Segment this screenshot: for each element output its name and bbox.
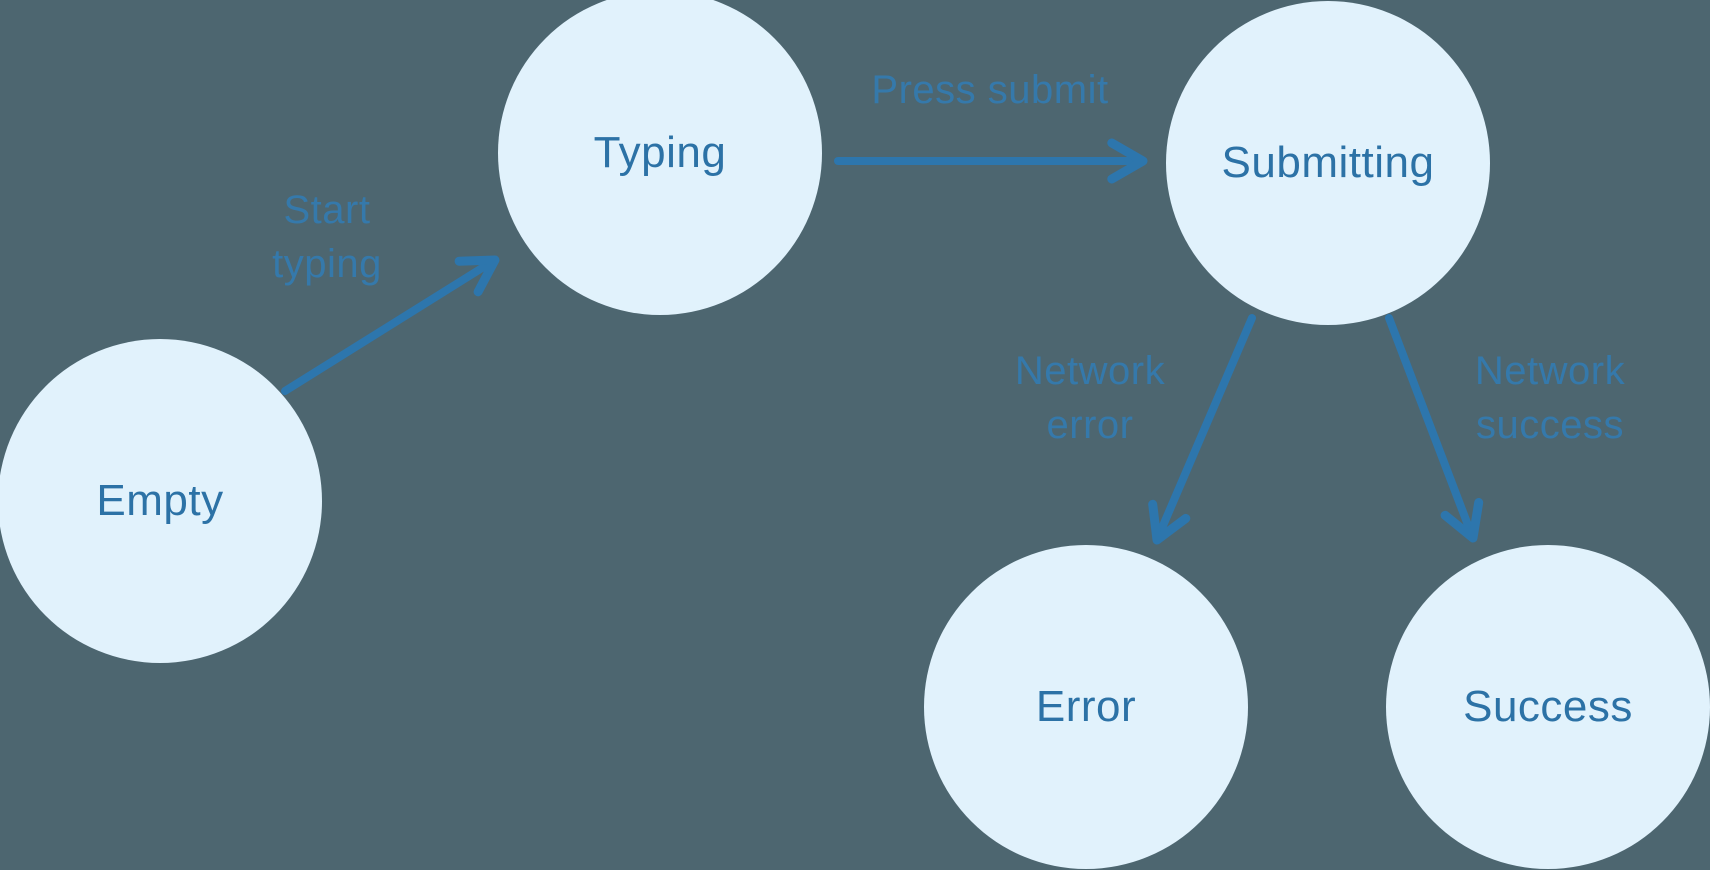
edge-arrow-press-submit [834, 138, 1148, 184]
node-submitting: Submitting [1166, 1, 1490, 325]
node-error: Error [924, 545, 1248, 869]
edge-arrow-start-typing [281, 255, 500, 395]
edge-label-network-success: Network success [1474, 349, 1626, 447]
node-empty: Empty [0, 339, 322, 663]
node-typing: Typing [498, 0, 822, 315]
edge-label-network-error: Network error [1014, 349, 1166, 447]
edge-label-press-submit: Press submit [871, 68, 1109, 112]
node-success-label: Success [1463, 682, 1633, 731]
node-submitting-label: Submitting [1221, 138, 1435, 187]
node-empty-label: Empty [96, 476, 224, 525]
node-typing-label: Typing [593, 128, 727, 177]
edge-arrow-network-success [1385, 314, 1484, 543]
node-error-label: Error [1035, 682, 1137, 731]
edge-label-start-typing: Start typing [272, 188, 382, 286]
node-success: Success [1386, 545, 1710, 869]
edge-arrow-network-error [1148, 314, 1256, 545]
